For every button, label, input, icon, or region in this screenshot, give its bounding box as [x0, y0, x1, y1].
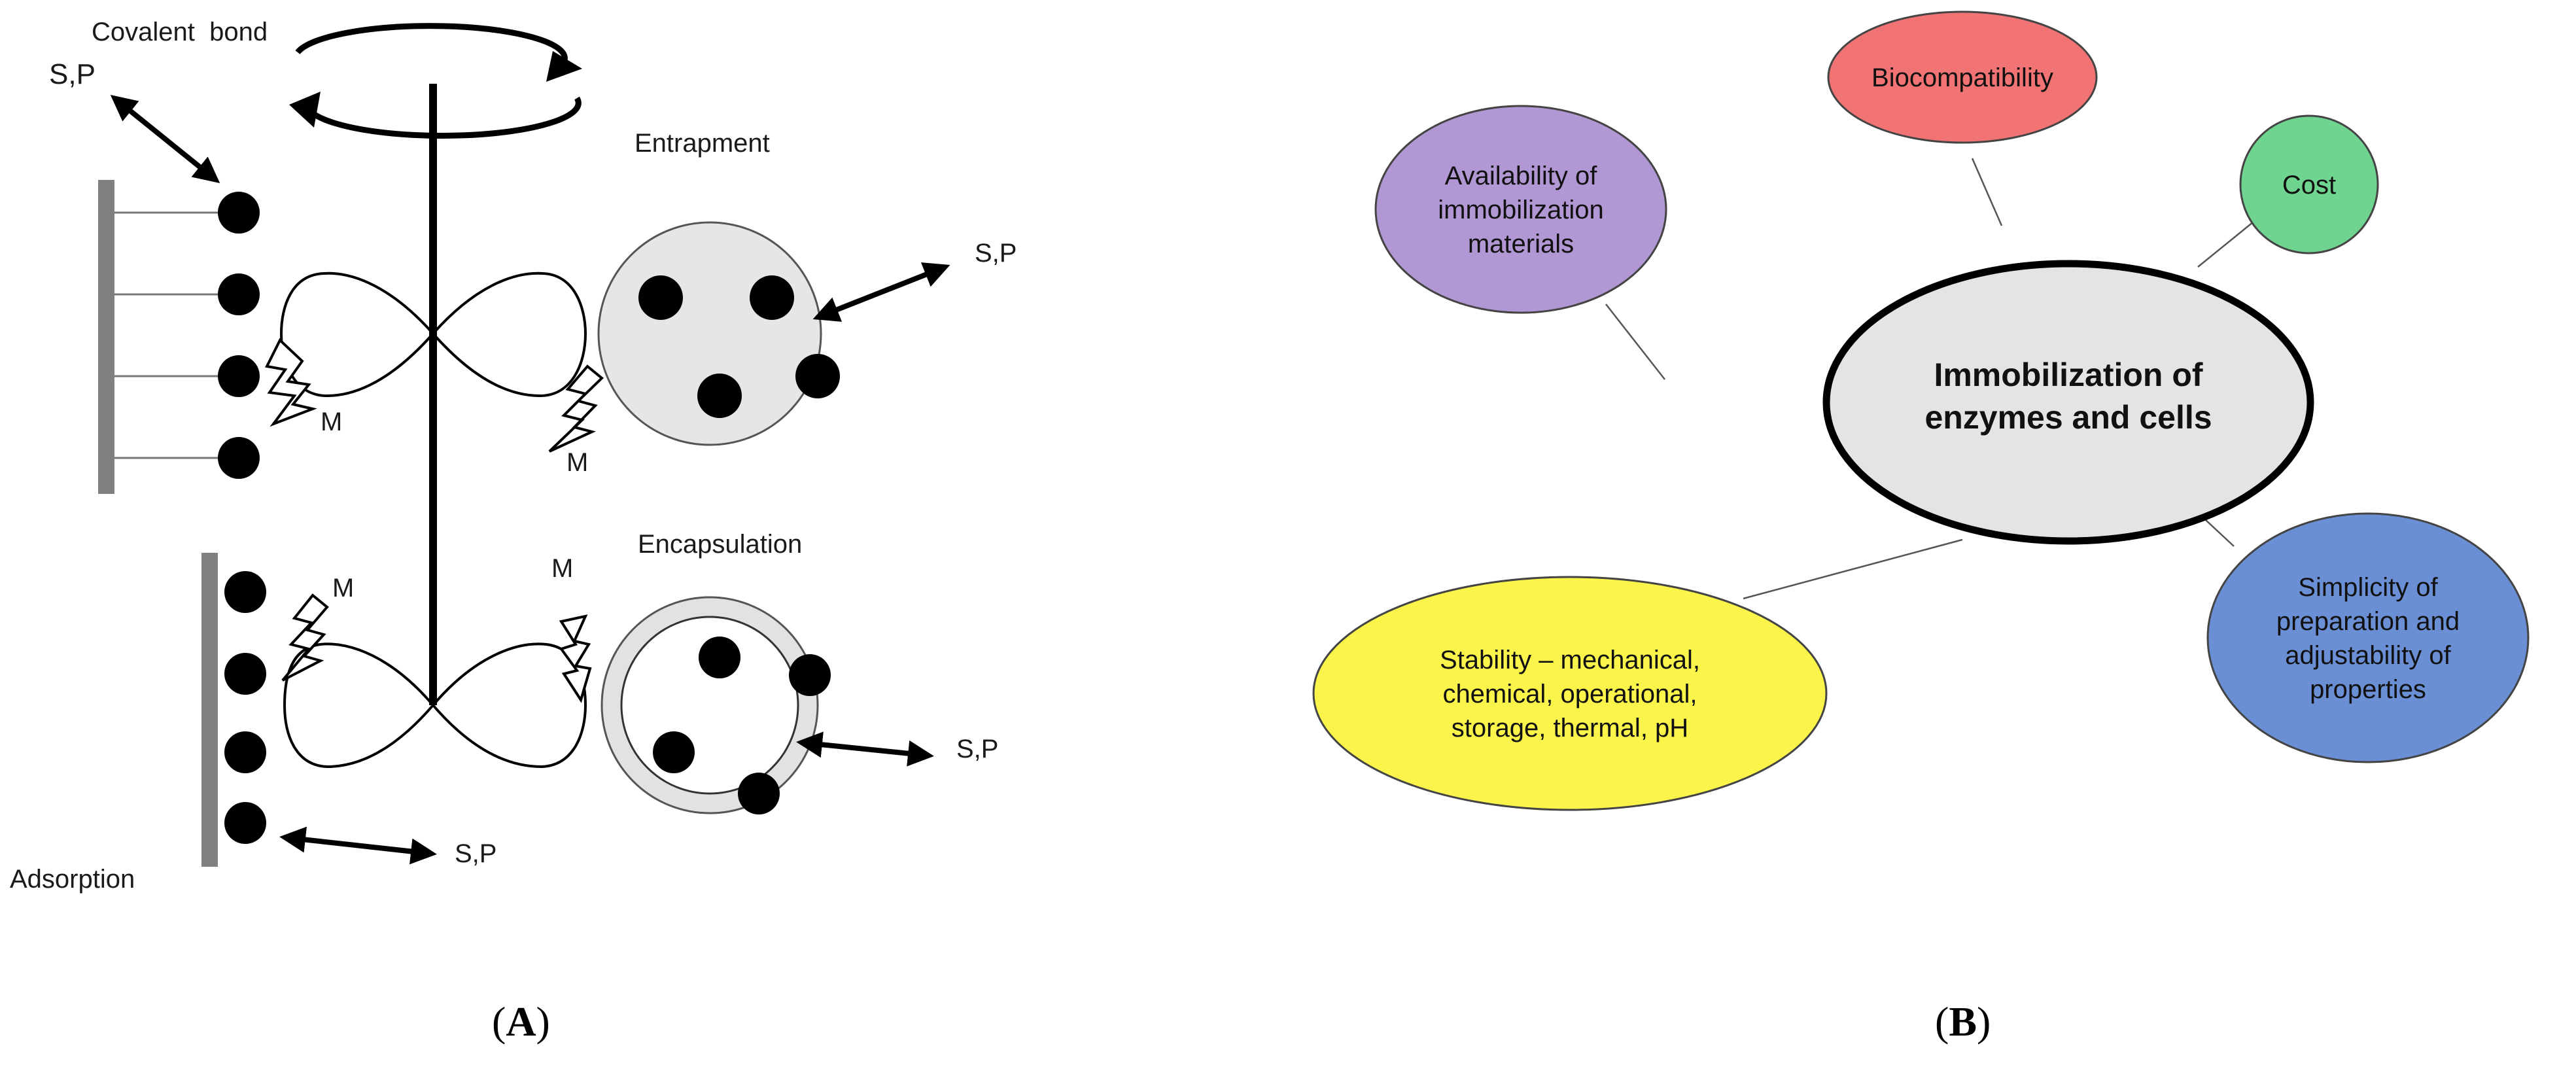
- encapsulation-sp-arrow: [796, 731, 934, 767]
- label-encapsulation: Encapsulation: [638, 530, 802, 559]
- covalent-sp-arrow: [110, 94, 220, 184]
- upper-impeller: [279, 271, 587, 398]
- bubble-biocompatibility: [1827, 10, 2098, 144]
- label-m-right-upper: M: [566, 448, 588, 477]
- center-line-2: enzymes and cells: [1924, 399, 2212, 436]
- adsorption-particles: [224, 571, 266, 844]
- availability-line-3: materials: [1468, 230, 1574, 258]
- availability-line-1: Availability of: [1445, 162, 1598, 190]
- bubble-availability-text: Availability of immobilization materials: [1438, 162, 1603, 258]
- simplicity-line-2: preparation and: [2276, 607, 2460, 636]
- bubble-availability: [1374, 105, 1667, 314]
- lightning-icon-left-upper: [265, 338, 317, 427]
- label-m-left-upper: M: [321, 408, 342, 436]
- lower-impeller: [283, 642, 587, 769]
- bubble-cost-text: Cost: [2282, 171, 2336, 200]
- capsule-particles: [653, 637, 831, 814]
- covalent-linkers: [114, 211, 222, 459]
- panel-b-caption: (B): [1935, 998, 1991, 1045]
- biocompatibility-line-1: Biocompatibility: [1871, 63, 2053, 92]
- bubble-simplicity-text: Simplicity of preparation and adjustabilit…: [2276, 573, 2460, 704]
- availability-line-2: immobilization: [1438, 196, 1603, 224]
- stability-line-2: chemical, operational,: [1442, 680, 1697, 708]
- center-ellipse: [1822, 260, 2314, 545]
- label-sp-entrapment: S,P: [975, 239, 1017, 268]
- rotation-arrows-icon: [289, 23, 582, 139]
- covalent-particles: [218, 192, 260, 479]
- lightning-icon-right-upper: [548, 364, 604, 453]
- bubble-stability: [1312, 576, 1828, 811]
- bubble-biocompatibility-text: Biocompatibility: [1871, 63, 2053, 92]
- cost-line-1: Cost: [2282, 171, 2336, 200]
- bubble-simplicity: [2206, 512, 2530, 763]
- entrapment-sp-arrow: [812, 262, 950, 322]
- simplicity-line-4: properties: [2310, 675, 2426, 704]
- lightning-icon-left-lower: [281, 593, 329, 682]
- center-line-1: Immobilization of: [1934, 357, 2202, 393]
- label-sp-adsorption: S,P: [455, 839, 496, 868]
- covalent-carrier: [98, 180, 114, 494]
- panel-a: Covalent bond S,P Entrapment S,P M M Enc…: [10, 18, 1017, 1045]
- label-m-right-lower: M: [551, 554, 573, 583]
- stability-line-3: storage, thermal, pH: [1452, 714, 1688, 742]
- entrapment-particles: [638, 275, 840, 418]
- simplicity-line-3: adjustability of: [2285, 641, 2451, 670]
- label-covalent-bond: Covalent bond: [92, 18, 268, 46]
- bubble-cost: [2239, 114, 2379, 254]
- bubble-stability-text: Stability – mechanical, chemical, operati…: [1440, 646, 1700, 742]
- lightning-icon-right-lower: [559, 614, 592, 703]
- label-sp-encapsulation: S,P: [956, 735, 998, 763]
- simplicity-line-1: Simplicity of: [2298, 573, 2438, 602]
- adsorption-sp-arrow: [279, 826, 437, 865]
- adsorption-carrier: [201, 553, 218, 867]
- label-sp-top-left: S,P: [49, 58, 96, 90]
- label-entrapment: Entrapment: [635, 129, 770, 158]
- panel-b: Immobilization of enzymes and cells Bioc…: [1312, 10, 2530, 1045]
- label-adsorption: Adsorption: [10, 865, 135, 894]
- label-m-left-lower: M: [332, 574, 354, 602]
- stability-line-1: Stability – mechanical,: [1440, 646, 1700, 674]
- panel-a-caption: (A): [492, 998, 550, 1045]
